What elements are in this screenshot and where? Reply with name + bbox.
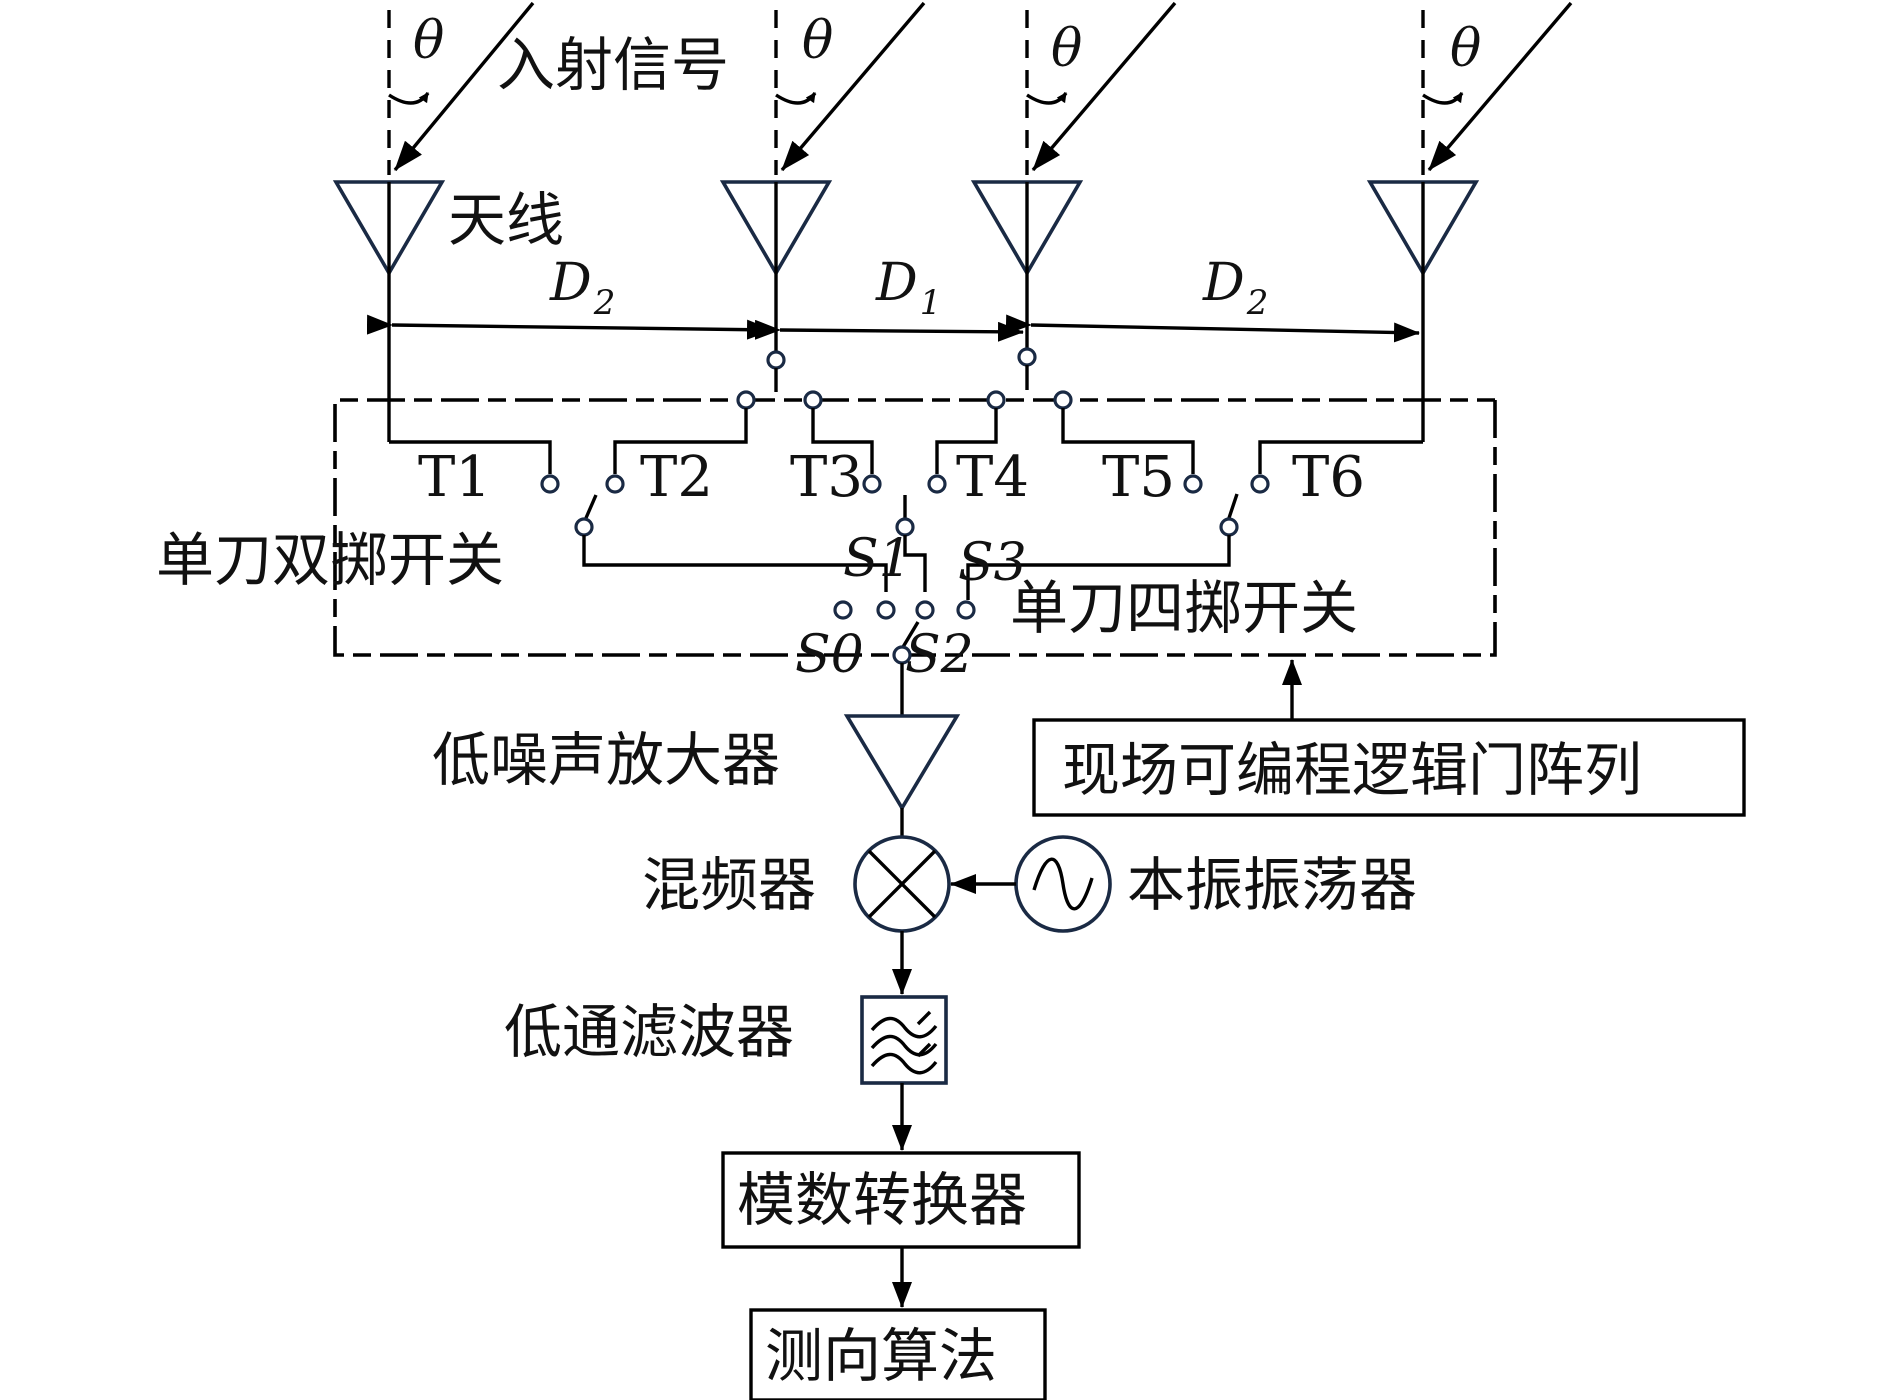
df-algorithm-box xyxy=(749,1308,1047,1400)
lo-label: 本振振荡器 xyxy=(1127,851,1417,919)
incident-ray-2 xyxy=(780,1,926,172)
port-label-s1: S1 xyxy=(843,529,912,589)
port-label-s3: S3 xyxy=(958,533,1027,593)
antenna-3-port xyxy=(1017,347,1037,367)
wire-t6 xyxy=(1258,440,1423,474)
wire-to-s2-side xyxy=(903,535,927,592)
ant2-right-tap xyxy=(803,390,823,410)
theta-label-1: θ xyxy=(413,11,444,71)
theta-arc-4 xyxy=(1422,91,1464,105)
t1-contact xyxy=(540,474,560,494)
antenna-4: θ xyxy=(1366,1,1573,442)
spdt-left-blade xyxy=(584,494,598,519)
throw-label-t2: T2 xyxy=(640,445,713,510)
df-algorithm-label: 测向算法 xyxy=(765,1322,997,1390)
local-oscillator xyxy=(1014,835,1112,933)
lpf-wave-middle xyxy=(870,1034,938,1057)
spacing-label-middle: D1 xyxy=(875,253,941,323)
antenna-3: θ xyxy=(970,1,1177,367)
lpf-wave-bottom xyxy=(870,1052,938,1075)
theta-arc-2 xyxy=(775,91,817,105)
wire-t2 xyxy=(613,408,748,474)
throw-label-t1: T1 xyxy=(418,445,491,510)
adc-label: 模数转换器 xyxy=(737,1166,1027,1234)
port-label-s2: S2 xyxy=(905,625,974,685)
t5-contact xyxy=(1183,474,1203,494)
ant3-left-tap xyxy=(986,390,1006,410)
spdt-right-common xyxy=(1219,517,1239,537)
spdt-switch-label: 单刀双掷开关 xyxy=(156,526,504,594)
wire-t3 xyxy=(811,408,874,474)
theta-label-2: θ xyxy=(802,11,833,71)
theta-label-3: θ xyxy=(1051,19,1082,79)
t4-contact xyxy=(927,474,947,494)
s1-contact xyxy=(876,600,896,620)
incident-ray-4 xyxy=(1427,1,1573,172)
spacing-arrow-d1 xyxy=(754,319,1024,342)
lna-label: 低噪声放大器 xyxy=(432,726,780,794)
s0-contact xyxy=(833,600,853,620)
incident-signal-label: 入射信号 xyxy=(497,31,729,99)
mixer-label: 混频器 xyxy=(642,851,816,919)
spdt-left-common xyxy=(574,517,594,537)
throw-label-t5: T5 xyxy=(1102,445,1175,510)
theta-label-4: θ xyxy=(1450,19,1481,79)
t3-contact xyxy=(862,474,882,494)
wire-to-s3 xyxy=(966,535,1231,600)
incident-ray-1 xyxy=(393,1,535,172)
antenna-2-port xyxy=(766,350,786,370)
antenna-2: θ xyxy=(719,1,926,370)
mixer xyxy=(853,835,951,933)
spacing-arrow-d2-right xyxy=(1005,314,1420,343)
incident-ray-3 xyxy=(1031,1,1177,172)
antenna-label: 天线 xyxy=(448,186,564,254)
port-label-s0: S0 xyxy=(795,625,864,685)
fpga-label: 现场可编程逻辑门阵列 xyxy=(1062,736,1642,804)
switch-wiring xyxy=(389,365,1423,665)
spacing-label-left: D2 xyxy=(549,253,615,323)
lna-symbol xyxy=(843,714,961,812)
wire-to-s1 xyxy=(582,535,888,592)
spacing-label-right: D2 xyxy=(1202,253,1268,323)
spacing-dimensions: D2 D1 D2 xyxy=(366,253,1420,343)
throw-label-t4: T4 xyxy=(956,445,1029,510)
switch-matrix-boundary xyxy=(333,398,1497,657)
wire-t4 xyxy=(935,408,998,474)
mixer-cross-b xyxy=(867,849,937,919)
sp4t-switch-label: 单刀四掷开关 xyxy=(1010,574,1358,642)
wire-t1 xyxy=(389,440,552,474)
low-pass-filter xyxy=(860,995,948,1085)
sp4t-blade xyxy=(901,621,920,648)
spacing-arrow-d2-left xyxy=(366,314,773,340)
t6-contact xyxy=(1250,474,1270,494)
throw-label-t3: T3 xyxy=(790,445,863,510)
lpf-stroke-a xyxy=(916,1010,932,1026)
fpga-box xyxy=(1032,718,1746,817)
adc-box xyxy=(721,1151,1081,1249)
theta-arc-1 xyxy=(388,91,430,105)
t2-contact xyxy=(605,474,625,494)
wire-t5 xyxy=(1061,408,1195,474)
lpf-wave-top xyxy=(870,1016,938,1039)
throw-label-t6: T6 xyxy=(1292,445,1365,510)
ant2-left-tap xyxy=(736,390,756,410)
s2-contact xyxy=(915,600,935,620)
ant3-right-tap xyxy=(1053,390,1073,410)
theta-arc-3 xyxy=(1026,91,1068,105)
lpf-stroke-b xyxy=(916,1042,932,1058)
antenna-1: θ xyxy=(332,1,535,442)
sine-wave-icon xyxy=(1032,857,1094,911)
lpf-symbol xyxy=(860,995,948,1085)
s3-contact xyxy=(956,600,976,620)
spdt-right-blade xyxy=(1227,493,1239,519)
lpf-label: 低通滤波器 xyxy=(504,998,794,1066)
